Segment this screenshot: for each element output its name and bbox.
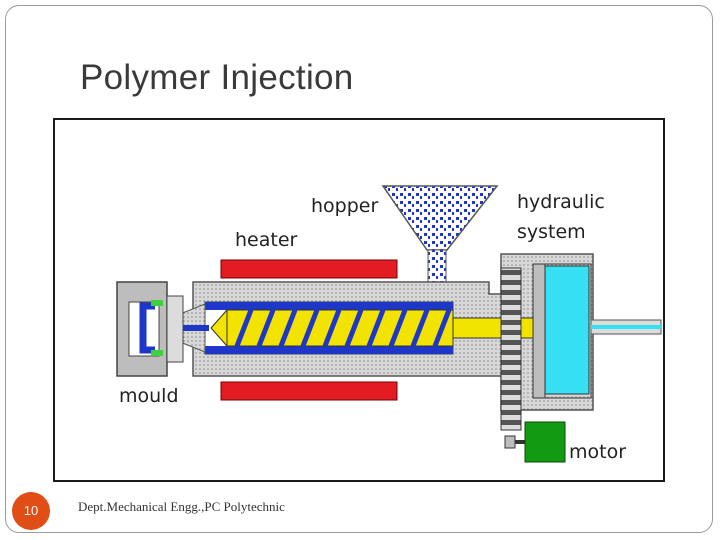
hydraulic-piston [532, 263, 546, 399]
mould-label: mould [119, 385, 179, 407]
hydraulic-label-line1: hydraulic [517, 191, 605, 213]
motor-coupling [504, 435, 516, 449]
hopper-label: hopper [311, 195, 378, 217]
injection-diagram: hopper heater hydraulic system mould mot… [53, 118, 665, 482]
mould-channel-top [151, 300, 163, 306]
pellet-band-top [205, 302, 453, 310]
motor-label: motor [569, 441, 626, 463]
hydraulic-label-line2: system [517, 221, 586, 243]
hopper [381, 185, 499, 251]
heater-label: heater [235, 229, 298, 251]
screw-flights [234, 309, 452, 347]
motor [524, 421, 566, 463]
pellet-band-bottom [205, 346, 453, 354]
page-number-badge: 10 [12, 492, 50, 530]
injection-diagram-svg: hopper heater hydraulic system mould mot… [116, 185, 662, 463]
slide-frame [5, 5, 713, 533]
hydraulic-line-fluid [591, 325, 661, 329]
slide-title: Polymer Injection [80, 58, 354, 97]
motor-shaft [515, 440, 527, 444]
hydraulic-ram-rack [500, 267, 522, 431]
mould-platen [166, 295, 184, 363]
heater-top [220, 259, 398, 279]
screw-shaft [452, 317, 546, 339]
hydraulic-fluid [544, 265, 590, 395]
nozzle-channel [165, 325, 209, 331]
mould-channel-bottom [151, 350, 163, 356]
heater-bottom [220, 381, 398, 401]
mould-channel [139, 302, 155, 354]
footer-text: Dept.Mechanical Engg.,PC Polytechnic [78, 499, 285, 514]
